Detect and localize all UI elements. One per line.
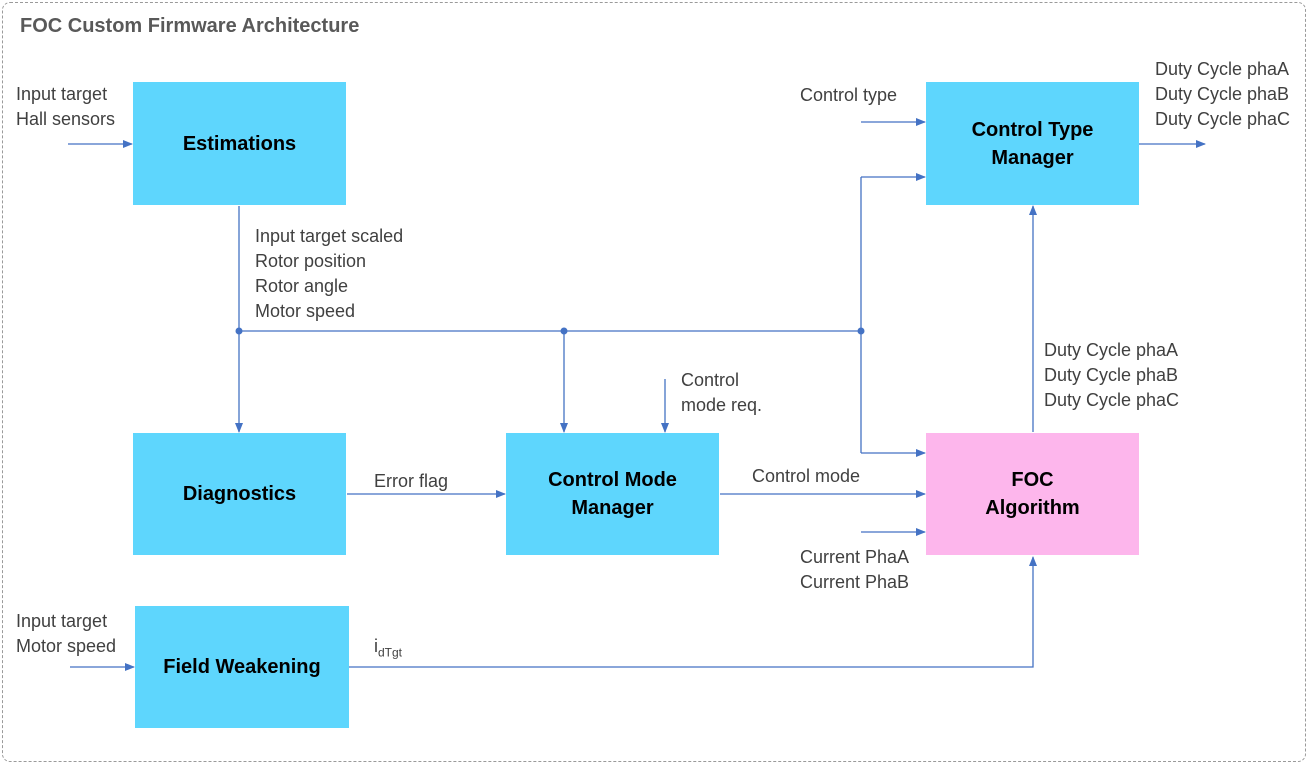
junction-dot	[560, 327, 568, 335]
diagnostics-label: Diagnostics	[182, 483, 297, 505]
current-input-labels: Current PhaA Current PhaB	[800, 545, 909, 595]
signal-label: Duty Cycle phaA	[1155, 59, 1290, 79]
field-weakening-input-labels: Input target Motor speed	[16, 609, 116, 659]
control-type-manager-label-line: Control Type	[971, 118, 1094, 141]
id-target-label: idTgt	[374, 634, 402, 666]
signal-label: Duty Cycle phaA	[1044, 340, 1179, 360]
estimations-block: Estimations	[133, 82, 346, 205]
signal-label: Duty Cycle phaC	[1044, 390, 1180, 410]
signal-label: Duty Cycle phaC	[1155, 109, 1291, 129]
signal-label: Input target	[16, 84, 108, 104]
junction-dot	[235, 327, 243, 335]
foc-algorithm-label-line: FOC	[1011, 469, 1054, 491]
final-output-labels: Duty Cycle phaA Duty Cycle phaB Duty Cyc…	[1155, 57, 1290, 132]
signal-label: Current PhaA	[800, 547, 910, 567]
control-type-manager-block: Control Type Manager	[926, 82, 1139, 205]
diagram-title: FOC Custom Firmware Architecture	[20, 15, 360, 37]
signal-label: Input target	[16, 611, 108, 631]
estimations-input-labels: Input target Hall sensors	[16, 82, 115, 132]
control-mode-req-label: Control mode req.	[681, 368, 762, 418]
junction-dot	[857, 327, 865, 335]
foc-algorithm-label-line: Algorithm	[985, 497, 1080, 519]
signal-label: Control	[681, 370, 740, 390]
signal-label: Duty Cycle phaB	[1044, 365, 1179, 385]
foc-algorithm-block: FOC Algorithm	[926, 433, 1139, 555]
control-mode-label: Control mode	[752, 466, 861, 486]
control-type-label: Control type	[800, 85, 898, 105]
signal-label: Rotor position	[255, 251, 367, 271]
signal-label: Rotor angle	[255, 276, 349, 296]
wire-id-target	[349, 556, 1037, 668]
control-mode-manager-block: Control Mode Manager	[506, 433, 719, 555]
signal-label: Current PhaB	[800, 572, 910, 592]
estimation-output-labels: Input target scaled Rotor position Rotor…	[255, 224, 403, 324]
signal-label: Motor speed	[16, 636, 117, 656]
signal-label: Motor speed	[255, 301, 356, 321]
id-target-subscript: dTgt	[378, 645, 403, 660]
foc-output-labels: Duty Cycle phaA Duty Cycle phaB Duty Cyc…	[1044, 338, 1179, 413]
id-target-base: i	[374, 636, 378, 656]
estimations-label: Estimations	[182, 132, 297, 155]
control-mode-manager-label-line: Manager	[571, 497, 654, 519]
signal-label: mode req.	[681, 395, 763, 415]
signal-label: Input target scaled	[255, 226, 404, 246]
signal-label: Duty Cycle phaB	[1155, 84, 1290, 104]
error-flag-label: Error flag	[374, 471, 449, 491]
field-weakening-block: Field Weakening	[135, 606, 349, 728]
signal-label: Hall sensors	[16, 109, 116, 129]
diagnostics-block: Diagnostics	[133, 433, 346, 555]
control-type-manager-label-line: Manager	[991, 146, 1074, 169]
control-mode-manager-label-line: Control Mode	[548, 469, 677, 491]
field-weakening-label: Field Weakening	[163, 656, 321, 678]
